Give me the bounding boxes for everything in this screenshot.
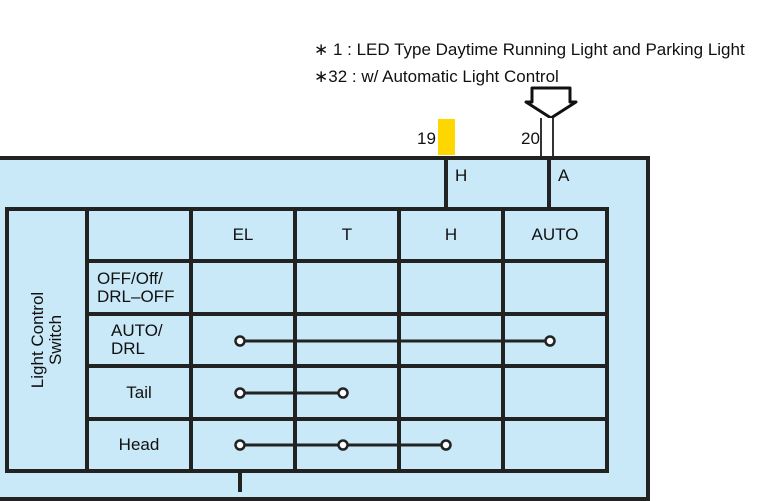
corner-cell — [85, 207, 193, 263]
cell — [293, 417, 401, 473]
row-label-auto: AUTO/ DRL — [85, 312, 193, 368]
row-label-tail: Tail — [85, 364, 193, 421]
cell — [293, 259, 401, 316]
cell — [501, 312, 609, 368]
col-header-el: EL — [189, 207, 297, 263]
cell — [501, 417, 609, 473]
cell — [397, 312, 505, 368]
row-label-off: OFF/Off/ DRL–OFF — [85, 259, 193, 316]
row-label-head: Head — [85, 417, 193, 473]
switch-table: Light Control Switch EL T H AUTO OFF/Off… — [5, 207, 609, 473]
row-auto-line1: AUTO/ — [111, 321, 163, 340]
cell — [501, 364, 609, 421]
col-header-auto: AUTO — [501, 207, 609, 263]
note-1: ∗ 1 : LED Type Daytime Running Light and… — [314, 40, 745, 59]
cell — [189, 312, 297, 368]
cell — [293, 312, 401, 368]
pin-h-letter: H — [455, 166, 468, 185]
cell — [397, 364, 505, 421]
switch-title-cell: Light Control Switch — [5, 207, 89, 473]
pin-19-highlight — [438, 119, 455, 155]
switch-title: Light Control Switch — [28, 291, 65, 389]
switch-title-line2: Switch — [46, 314, 65, 366]
pin-20-number: 20 — [521, 129, 540, 148]
cell — [189, 259, 297, 316]
pin-20-wire — [540, 118, 554, 156]
col-header-h: H — [397, 207, 505, 263]
note-2: ∗32 : w/ Automatic Light Control — [314, 67, 559, 86]
cell — [293, 364, 401, 421]
row-off-line2: DRL–OFF — [97, 286, 175, 306]
ground-wire — [238, 472, 242, 492]
row-off-line1: OFF/Off/ — [97, 268, 163, 288]
col-header-t: T — [293, 207, 401, 263]
connector-arrow-icon — [524, 86, 578, 120]
row-auto-line2: DRL — [111, 339, 146, 358]
pin-a-wire — [547, 156, 551, 209]
cell — [189, 417, 297, 473]
switch-title-line1: Light Control — [28, 291, 47, 389]
cell — [397, 259, 505, 316]
pin-h-wire — [444, 156, 448, 209]
cell — [189, 364, 297, 421]
pin-a-letter: A — [558, 166, 570, 185]
pin-19-number: 19 — [417, 129, 436, 148]
cell — [501, 259, 609, 316]
cell — [397, 417, 505, 473]
